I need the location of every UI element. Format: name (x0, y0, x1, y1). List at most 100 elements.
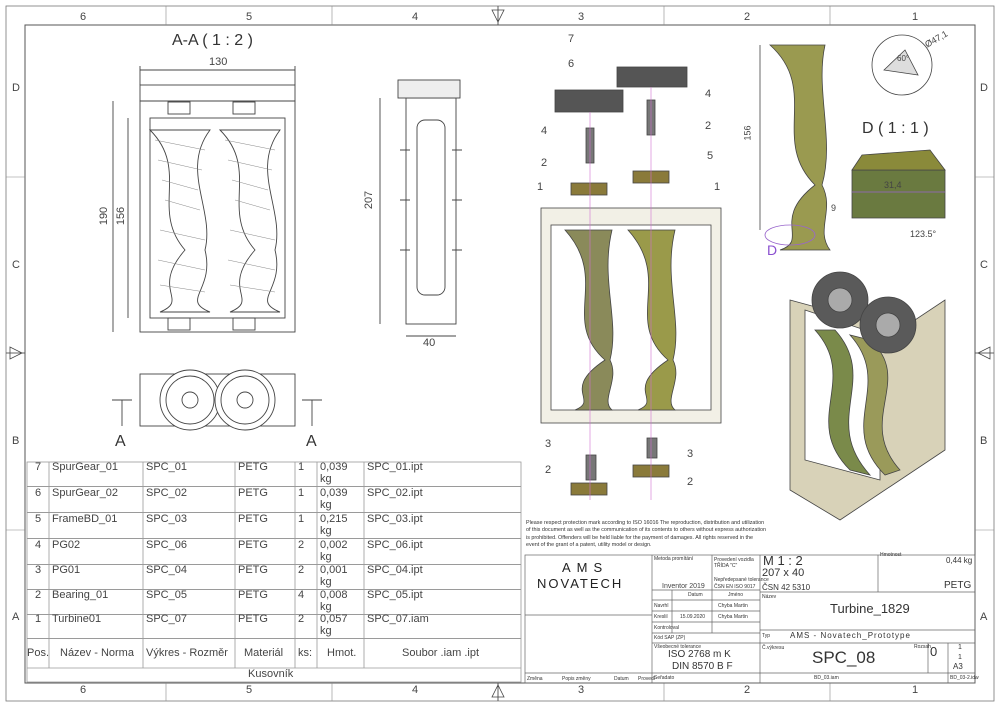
balloon-3b: 3 (687, 448, 694, 460)
tb-software: Inventor 2019 (662, 583, 705, 590)
bom-cell-file: SPC_01.ipt (367, 461, 423, 473)
tb-material: PETG (944, 580, 972, 591)
bom-cell-pos: 5 (35, 513, 42, 525)
tb-idw: BD_03-2.idw (950, 675, 979, 681)
tb-drawn-label: Navrhl (654, 603, 669, 609)
zone-row-b-left: B (12, 435, 20, 447)
section-view (112, 66, 296, 333)
zone-row-b-right: B (980, 435, 988, 447)
tb-change-desc: Popis změny (562, 676, 591, 682)
bom-cell-mass: 0,039 kg (320, 461, 348, 485)
zone-row-a-right: A (980, 611, 988, 623)
balloon-2b: 2 (541, 157, 548, 169)
dim-190: 190 (98, 206, 111, 226)
dim-9: 9 (831, 203, 837, 213)
tb-mass: 0,44 kg (946, 556, 973, 565)
bom-row-separator (27, 486, 521, 487)
zone-col-6-top: 6 (80, 11, 87, 23)
balloon-7: 7 (568, 33, 575, 45)
bom-cell-file: SPC_04.ipt (367, 564, 423, 576)
bom-cell-mass: 0,008 kg (320, 589, 348, 613)
side-view (379, 79, 462, 337)
tb-checked-label: Kreslil (654, 614, 668, 620)
section-title: A-A ( 1 : 2 ) (172, 32, 253, 49)
tb-change-date: Datum (614, 676, 629, 682)
tb-drawn-name: Chyba Martin (718, 603, 748, 609)
tb-date-header: Datum (688, 592, 703, 598)
tb-drawing-no: SPC_08 (812, 648, 876, 667)
bom-cell-file: SPC_06.ipt (367, 539, 423, 551)
tb-mass-label: Hmotnost (880, 552, 902, 558)
bom-cell-code: SPC_02 (146, 487, 187, 499)
bom-footer: Kusovník (248, 668, 294, 680)
company-name-1: AMS (562, 560, 609, 575)
bom-cell-name: SpurGear_01 (52, 461, 119, 473)
balloon-5: 5 (707, 150, 714, 162)
bom-cell-pos: 4 (35, 539, 42, 551)
tb-general-tol-label: Všeobecné tolerance (654, 644, 701, 650)
dim-angle-60: 60° (897, 54, 910, 63)
tb-scale: M 1 : 2 (763, 553, 803, 568)
company-name-2: NOVATECH (537, 576, 624, 591)
tb-projection-label: Metoda promítání (654, 556, 694, 562)
zone-row-d-left: D (12, 82, 20, 94)
bom-cell-material: PETG (238, 564, 268, 576)
bom-cell-qty: 2 (298, 539, 305, 551)
dim-40: 40 (423, 337, 436, 349)
bom-header-pos: Pos. (27, 647, 50, 659)
bom-cell-material: PETG (238, 461, 268, 473)
tb-sheet: 0 (930, 644, 938, 659)
tb-name-header: Jméno (728, 592, 744, 598)
bom-cell-pos: 7 (35, 461, 42, 473)
detail-view (759, 34, 946, 251)
bom-cell-code: SPC_06 (146, 539, 187, 551)
zone-col-3-bottom: 3 (578, 684, 585, 696)
bom-cell-code: SPC_05 (146, 589, 187, 601)
bom-header-qty: ks: (298, 647, 313, 659)
tb-iso: ISO 2768 m K (668, 649, 731, 660)
tb-project: AMS - Novatech_Prototype (790, 631, 911, 640)
bom-row-separator (27, 638, 521, 639)
detail-title: D ( 1 : 1 ) (862, 120, 929, 137)
bom-cell-code: SPC_07 (146, 613, 187, 625)
tb-change-by: Provedl (638, 676, 655, 682)
balloon-4a: 4 (705, 88, 712, 100)
bom-cell-code: SPC_01 (146, 461, 187, 473)
bom-cell-material: PETG (238, 539, 268, 551)
bom-header-file: Soubor .iam .ipt (402, 647, 480, 659)
tb-checked-date: 15.09.2020 (680, 614, 706, 620)
bom-cell-code: SPC_03 (146, 513, 187, 525)
zone-row-d-right: D (980, 82, 988, 94)
bom-cell-qty: 2 (298, 613, 305, 625)
dim-angle-123: 123.5° (910, 229, 937, 239)
bom-row-separator (27, 538, 521, 539)
bom-cell-name: PG01 (52, 564, 81, 576)
bom-cell-material: PETG (238, 589, 268, 601)
dim-31: 31,4 (884, 180, 902, 190)
bom-cell-file: SPC_07.iam (367, 613, 429, 625)
bom-cell-mass: 0,057 kg (320, 613, 348, 637)
bom-header-mass: Hmot. (327, 647, 357, 659)
balloon-2a: 2 (705, 120, 712, 132)
zone-row-c-right: C (980, 259, 988, 271)
bom-header-material: Materiál (244, 647, 284, 659)
bom-cell-mass: 0,215 kg (320, 513, 348, 537)
zone-col-5-top: 5 (246, 11, 253, 23)
tb-checked-name: Chyba Martin (718, 614, 748, 620)
bom-cell-name: Turbine01 (52, 613, 102, 625)
bom-cell-mass: 0,039 kg (320, 487, 348, 511)
bom-row-separator (27, 512, 521, 513)
bom-cell-material: PETG (238, 613, 268, 625)
detail-letter: D (767, 242, 778, 258)
balloon-2d: 2 (687, 476, 694, 488)
tb-din: DIN 8570 B F (672, 661, 733, 672)
tb-change-label: Změna (527, 676, 543, 682)
tb-file: BD_03.iam (814, 675, 839, 681)
bom-cell-pos: 2 (35, 589, 42, 601)
tb-dims: 207 x 40 (762, 567, 805, 579)
bom-cell-mass: 0,001 kg (320, 564, 348, 588)
bom-row-separator (27, 589, 521, 590)
balloon-1b: 1 (714, 181, 721, 193)
cut-label-right: A (306, 433, 317, 450)
